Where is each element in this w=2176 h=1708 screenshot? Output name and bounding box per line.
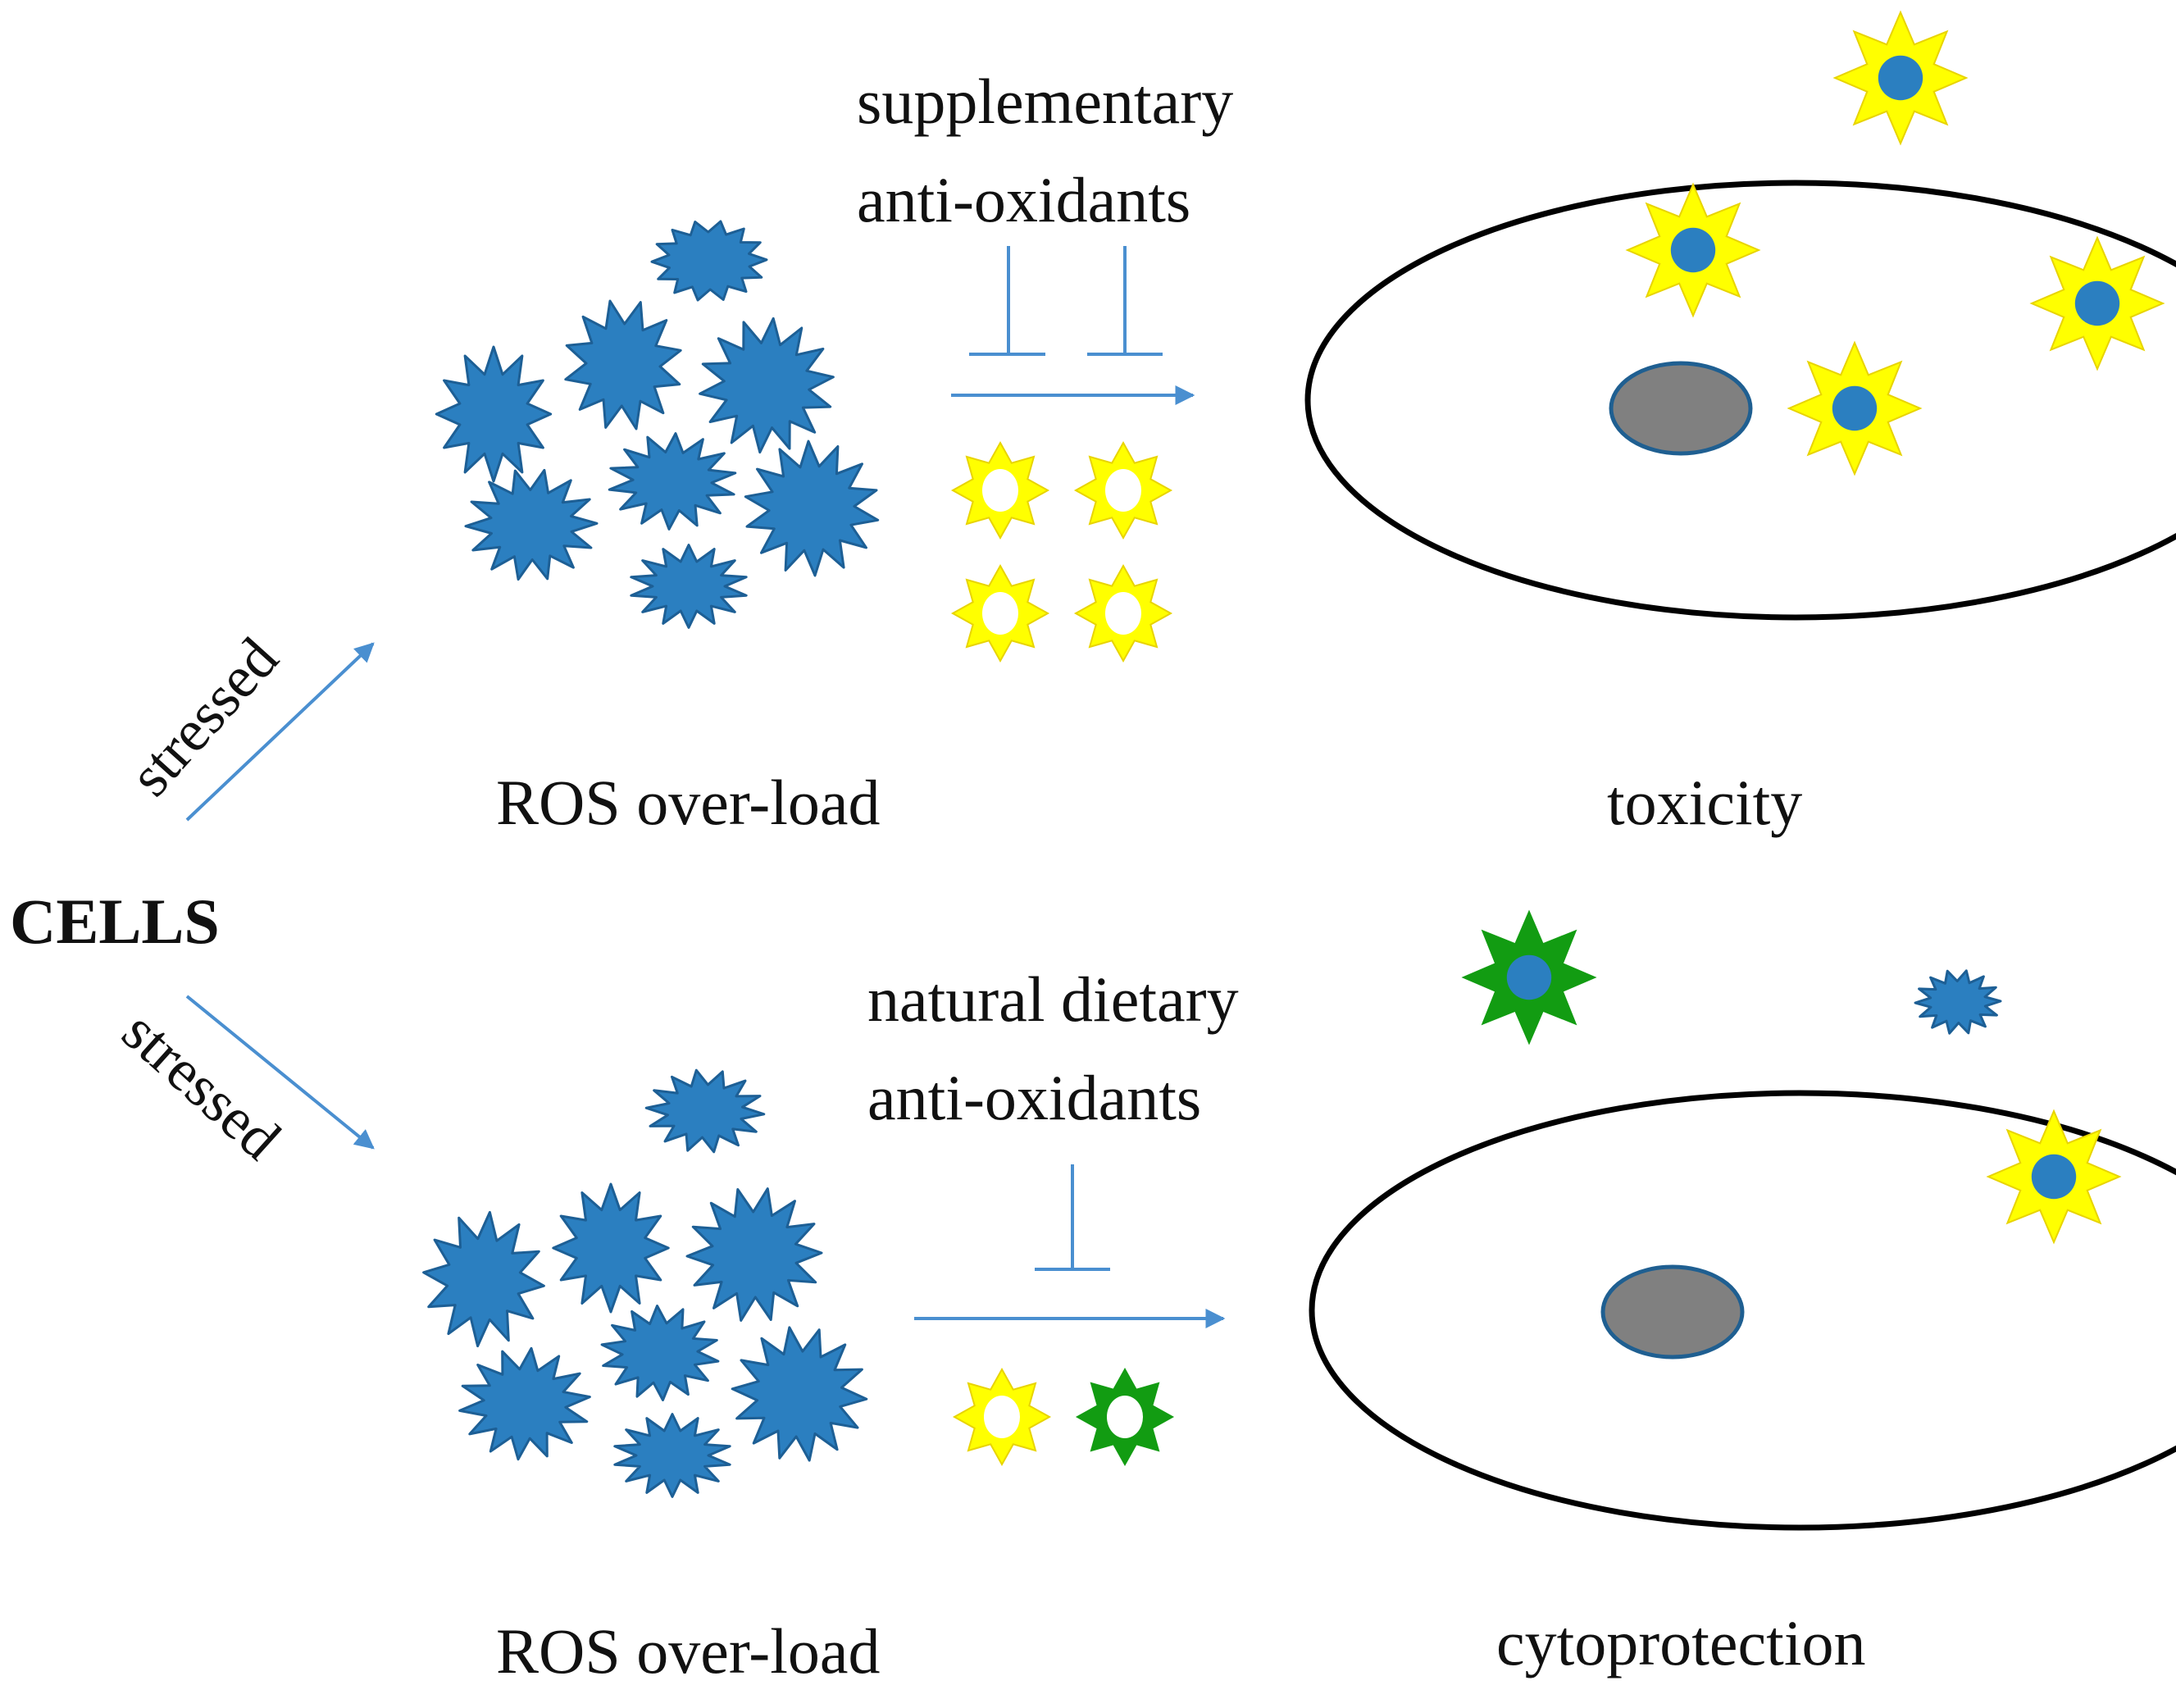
inhibition-symbol-top-left [969,246,1045,356]
cytoprotection-label: cytoprotection [1496,1607,1866,1678]
green-star-with-blue-center-icon [1461,909,1597,1045]
ros-star-icon [644,1068,766,1154]
ros-star-icon [464,468,599,581]
yellow-star-with-blue-center-icon [1625,182,1761,318]
yellow-sun-icon [950,563,1050,663]
ros-star-icon [600,1305,720,1401]
green-sun-icon [1075,1367,1175,1467]
cell-bottom [1309,1090,2176,1531]
inhibition-symbol-top-right [1087,246,1163,356]
yellow-sun-icon [1073,563,1173,663]
ros-overload-label-top: ROS over-load [496,767,881,838]
ros-star-icon [613,1413,731,1498]
ros-star-icon [699,317,835,454]
nucleus-top [1609,361,1753,456]
ros-star-icon [630,544,748,629]
ros-star-icon [744,440,880,577]
yellow-sun-icon [952,1367,1052,1467]
yellow-star-with-blue-center-icon [1986,1109,2122,1245]
ros-star-icon [422,1210,545,1348]
natural-antioxidants-label-line1: natural dietary [867,963,1239,1035]
inhibition-symbol-bottom [1035,1164,1110,1271]
ros-star-icon [650,220,768,302]
natural-antioxidants-label-line2: anti-oxidants [867,1062,1201,1133]
ros-star-icon [458,1346,591,1461]
ros-star-icon [608,432,737,531]
ros-star-icon [552,1182,670,1314]
yellow-star-with-blue-center-icon [1832,10,1969,146]
cell-top [1304,180,2176,621]
stressed-arrow-top [185,642,375,822]
yellow-star-with-blue-center-icon [2029,235,2165,371]
ros-overload-label-bottom: ROS over-load [496,1615,881,1687]
stressed-label-top: stressed [116,626,290,808]
ros-star-icon [1914,969,2002,1035]
nucleus-bottom [1600,1264,1745,1360]
ros-star-icon [435,345,553,483]
ros-star-icon [564,299,682,430]
supplementary-antioxidants-label-line1: supplementary [857,66,1233,137]
stressed-label-bottom: stressed [110,998,293,1172]
toxicity-label: toxicity [1607,767,1802,838]
stressed-arrow-bottom [185,995,375,1150]
yellow-sun-icon [1073,440,1173,540]
ros-star-icon [685,1187,823,1322]
yellow-star-with-blue-center-icon [1787,340,1923,476]
ros-star-icon [731,1326,868,1462]
yellow-sun-icon [950,440,1050,540]
cells-label: CELLS [10,886,220,957]
supplementary-antioxidants-label-line2: anti-oxidants [857,164,1190,235]
